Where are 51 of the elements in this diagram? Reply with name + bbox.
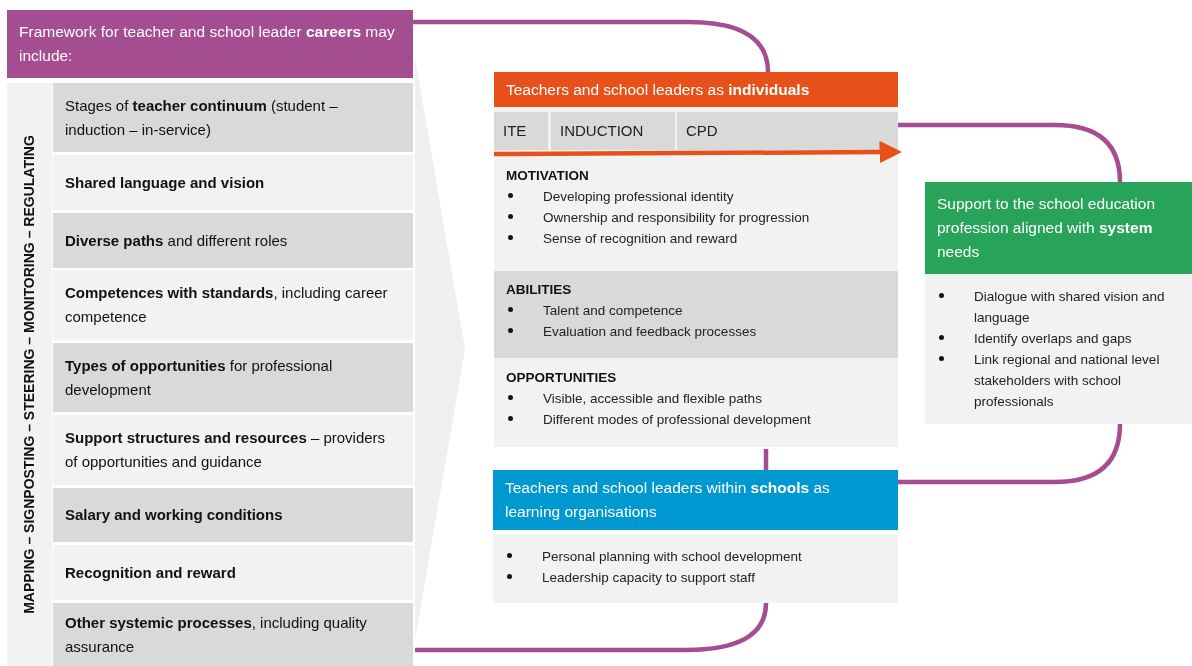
list-row — [53, 488, 413, 542]
card-heading: Teachers and school leaders as individuals — [494, 72, 898, 107]
connector-line — [415, 602, 769, 653]
row-text: Salary and working conditions — [65, 505, 284, 525]
stage-label: CPD — [686, 120, 718, 141]
row-text: Competences with standards, including career competence — [65, 283, 389, 327]
framework-header — [7, 10, 413, 78]
individuals-panel — [494, 72, 898, 447]
row-text: Diverse paths and different roles — [65, 230, 289, 251]
row-text: Shared language and vision — [65, 172, 266, 193]
card-heading: Support to the school education profession aligned with system needs — [925, 182, 1192, 274]
stage-label: INDUCTION — [560, 120, 644, 141]
list-row — [53, 83, 413, 152]
list-row — [53, 603, 413, 666]
list-row — [53, 343, 413, 412]
row-text: Stages of teacher continuum (student – induction – in-service) — [65, 95, 339, 140]
bullet-text: Developing professional identity — [543, 188, 734, 206]
connector-line — [898, 122, 1123, 183]
bullet-text: Leadership capacity to support staff — [542, 569, 755, 587]
abilities-section — [494, 271, 898, 358]
row-text: Recognition and reward — [65, 562, 237, 583]
row-text: Types of opportunities for professional development — [65, 355, 334, 400]
connector-line — [413, 19, 771, 73]
connector-line — [763, 449, 769, 470]
bullet-text: Talent and competence — [543, 302, 683, 320]
schools-card — [493, 470, 898, 603]
bullet-text: Ownership and responsibility for progression — [543, 209, 810, 227]
vertical-label: MAPPING – SIGNPOSTING – STEERING – MONITORING – REGULATING — [20, 135, 38, 614]
bullet-text: Link regional and national level stakeholders with school professionals — [974, 351, 1161, 411]
connector-line — [898, 423, 1123, 485]
bullet-text: Personal planning with school development — [542, 548, 802, 566]
list-row — [53, 213, 413, 268]
header-text: Framework for teacher and school leader careers may include: — [19, 23, 395, 64]
stage-cell — [677, 112, 898, 150]
bullet-text: Sense of recognition and reward — [543, 230, 738, 248]
section-heading: OPPORTUNITIES — [506, 370, 617, 385]
stage-label: ITE — [503, 120, 527, 141]
card-heading: Teachers and school leaders within schools as learning organisations — [493, 470, 898, 530]
timeline-arrow — [494, 140, 902, 164]
bullet-text: Visible, accessible and flexible paths — [543, 390, 762, 408]
stage-cell — [494, 112, 548, 150]
section-heading: ABILITIES — [506, 282, 572, 297]
system-card — [925, 182, 1192, 424]
bullet-text: Identify overlaps and gaps — [974, 330, 1132, 348]
section-heading: MOTIVATION — [506, 168, 589, 183]
row-text: Support structures and resources – providers of opportunities and guidance — [65, 428, 387, 472]
stage-cell — [551, 112, 675, 150]
bullet-text: Evaluation and feedback processes — [543, 323, 757, 341]
bullet-text: Different modes of professional development — [543, 411, 811, 429]
bullet-text: Dialogue with shared vision and language — [974, 288, 1166, 327]
row-text: Other systemic processes, including quality assurance — [65, 612, 368, 657]
